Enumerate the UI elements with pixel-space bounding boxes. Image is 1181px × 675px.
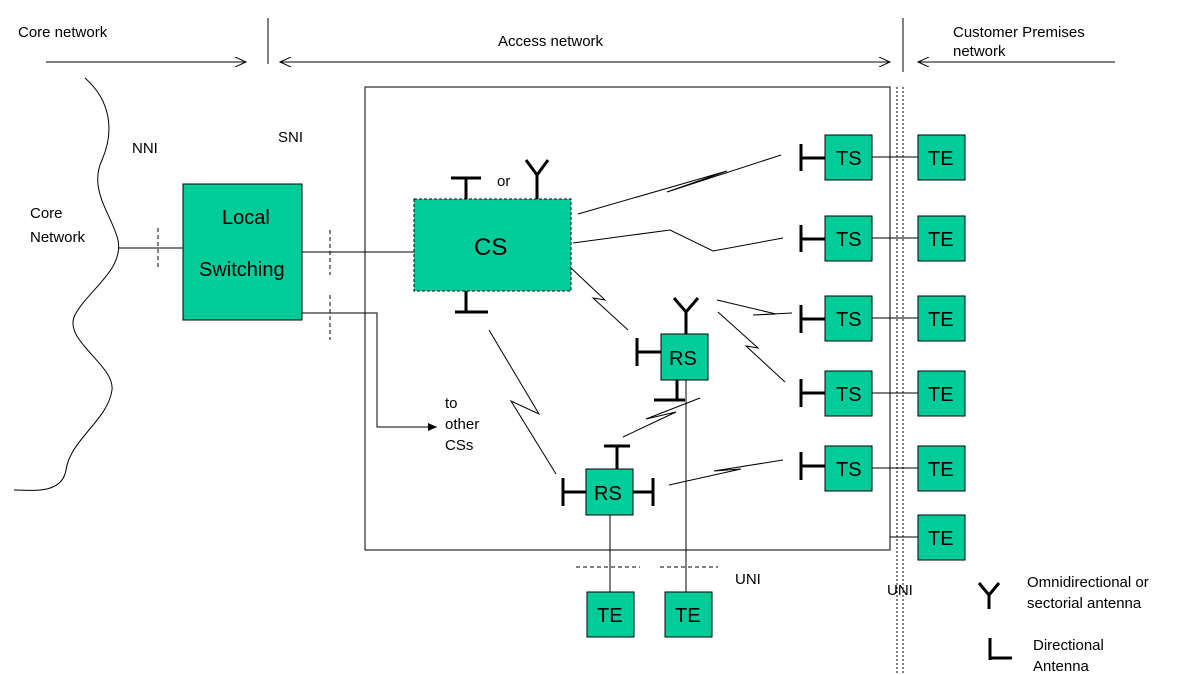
ts-row-2: TS (799, 215, 918, 262)
te-customer-6-node (917, 514, 966, 561)
te-customer-2-node (917, 215, 966, 262)
local-switching-node (182, 183, 303, 321)
ts3-node (824, 295, 873, 342)
ts5-label: TS (836, 459, 862, 481)
ts3-directional-antenna (799, 305, 825, 333)
access-network-header: Access network (498, 33, 604, 50)
ts5-directional-antenna (799, 452, 825, 480)
te-customer-5-label: TE (928, 459, 954, 481)
rs-upper-node (660, 333, 709, 381)
ts2-label: TS (836, 229, 862, 251)
core-network-label-line2: Network (30, 229, 86, 246)
to-other-label-line1: to (445, 395, 458, 412)
legend-dir-line2: Antenna (1033, 658, 1090, 675)
legend-omni-line1: Omnidirectional or (1027, 574, 1149, 591)
ts1-label: TS (836, 148, 862, 170)
radio-link-rs-upper-ts3 (716, 299, 793, 316)
te-customer-1-node (917, 134, 966, 181)
te-bottom-1-label: TE (597, 605, 623, 627)
ts4-directional-antenna (799, 379, 825, 407)
to-other-label-line2: other (445, 416, 479, 433)
ts1-directional-antenna (799, 144, 825, 171)
uni-access-label: UNI (735, 571, 761, 588)
local-switching-label-line1: Local (222, 207, 270, 229)
te-customer-5-node (917, 445, 966, 492)
rs-lower-node (585, 468, 634, 516)
ts4-node (824, 370, 873, 417)
rs-upper-directional-antenna-bottom (654, 380, 685, 402)
customer-premises-header-line1: Customer Premises (953, 24, 1085, 41)
directional-antenna-legend-icon (988, 638, 1012, 660)
te-bottom-2-label: TE (675, 605, 701, 627)
legend-dir-line1: Directional (1033, 637, 1104, 654)
te-customer-3-node (917, 295, 966, 342)
radio-link-rs-upper-ts4 (717, 311, 786, 383)
rs-lower-directional-antenna-left (561, 478, 586, 506)
customer-premises-header-line2: network (953, 43, 1006, 60)
ts5-node (824, 445, 873, 492)
ts-row-3: TS (799, 295, 918, 342)
to-other-label-line3: CSs (445, 437, 473, 454)
cs-directional-antenna-top (451, 176, 481, 199)
or-label: or (497, 173, 510, 190)
te-bottom-2-node (664, 591, 713, 638)
rs-lower-label: RS (594, 483, 622, 505)
omni-antenna-legend-icon (977, 582, 1001, 609)
core-network-boundary (13, 77, 120, 491)
te-customer-4-node (917, 370, 966, 417)
ts-row-4: TS (799, 370, 918, 417)
rs-upper-omni-antenna (672, 297, 700, 334)
core-network-header: Core network (18, 24, 108, 41)
rs-lower-directional-antenna-right (633, 478, 655, 506)
ts2-directional-antenna (799, 225, 825, 252)
rs-upper-label: RS (669, 348, 697, 370)
uni-customer-label: UNI (887, 582, 913, 599)
radio-link-rs-lower-rs-upper (622, 397, 701, 438)
sni-label: SNI (278, 129, 303, 146)
rs-upper-directional-antenna-left (635, 338, 661, 366)
rs-lower-directional-antenna-top (604, 444, 630, 469)
te-customer-1-label: TE (928, 148, 954, 170)
ts-row-1: TS (799, 134, 918, 181)
ts-row-5: TS (799, 445, 918, 492)
te-customer-3-label: TE (928, 309, 954, 331)
cs-label: CS (474, 234, 507, 261)
nni-label: NNI (132, 140, 158, 157)
cs-omni-antenna (524, 159, 550, 199)
legend-omni-line2: sectorial antenna (1027, 595, 1142, 612)
radio-link-cs-rs-upper (569, 266, 629, 331)
te-customer-2-label: TE (928, 229, 954, 251)
te-customer-6-label: TE (928, 528, 954, 550)
core-network-label-line1: Core (30, 205, 63, 222)
ts4-label: TS (836, 384, 862, 406)
radio-link-cs-ts2 (572, 229, 784, 252)
cs-directional-antenna-bottom (455, 291, 488, 314)
to-other-cs-link (302, 312, 437, 431)
ts3-label: TS (836, 309, 862, 331)
radio-link-cs-rs-lower (488, 329, 557, 475)
te-bottom-1-node (586, 591, 635, 638)
radio-link-rs-lower-ts5 (668, 459, 784, 486)
cs-node (413, 198, 572, 292)
radio-link-cs-ts1 (577, 154, 782, 215)
local-switching-label-line2: Switching (199, 259, 285, 281)
te-customer-4-label: TE (928, 384, 954, 406)
